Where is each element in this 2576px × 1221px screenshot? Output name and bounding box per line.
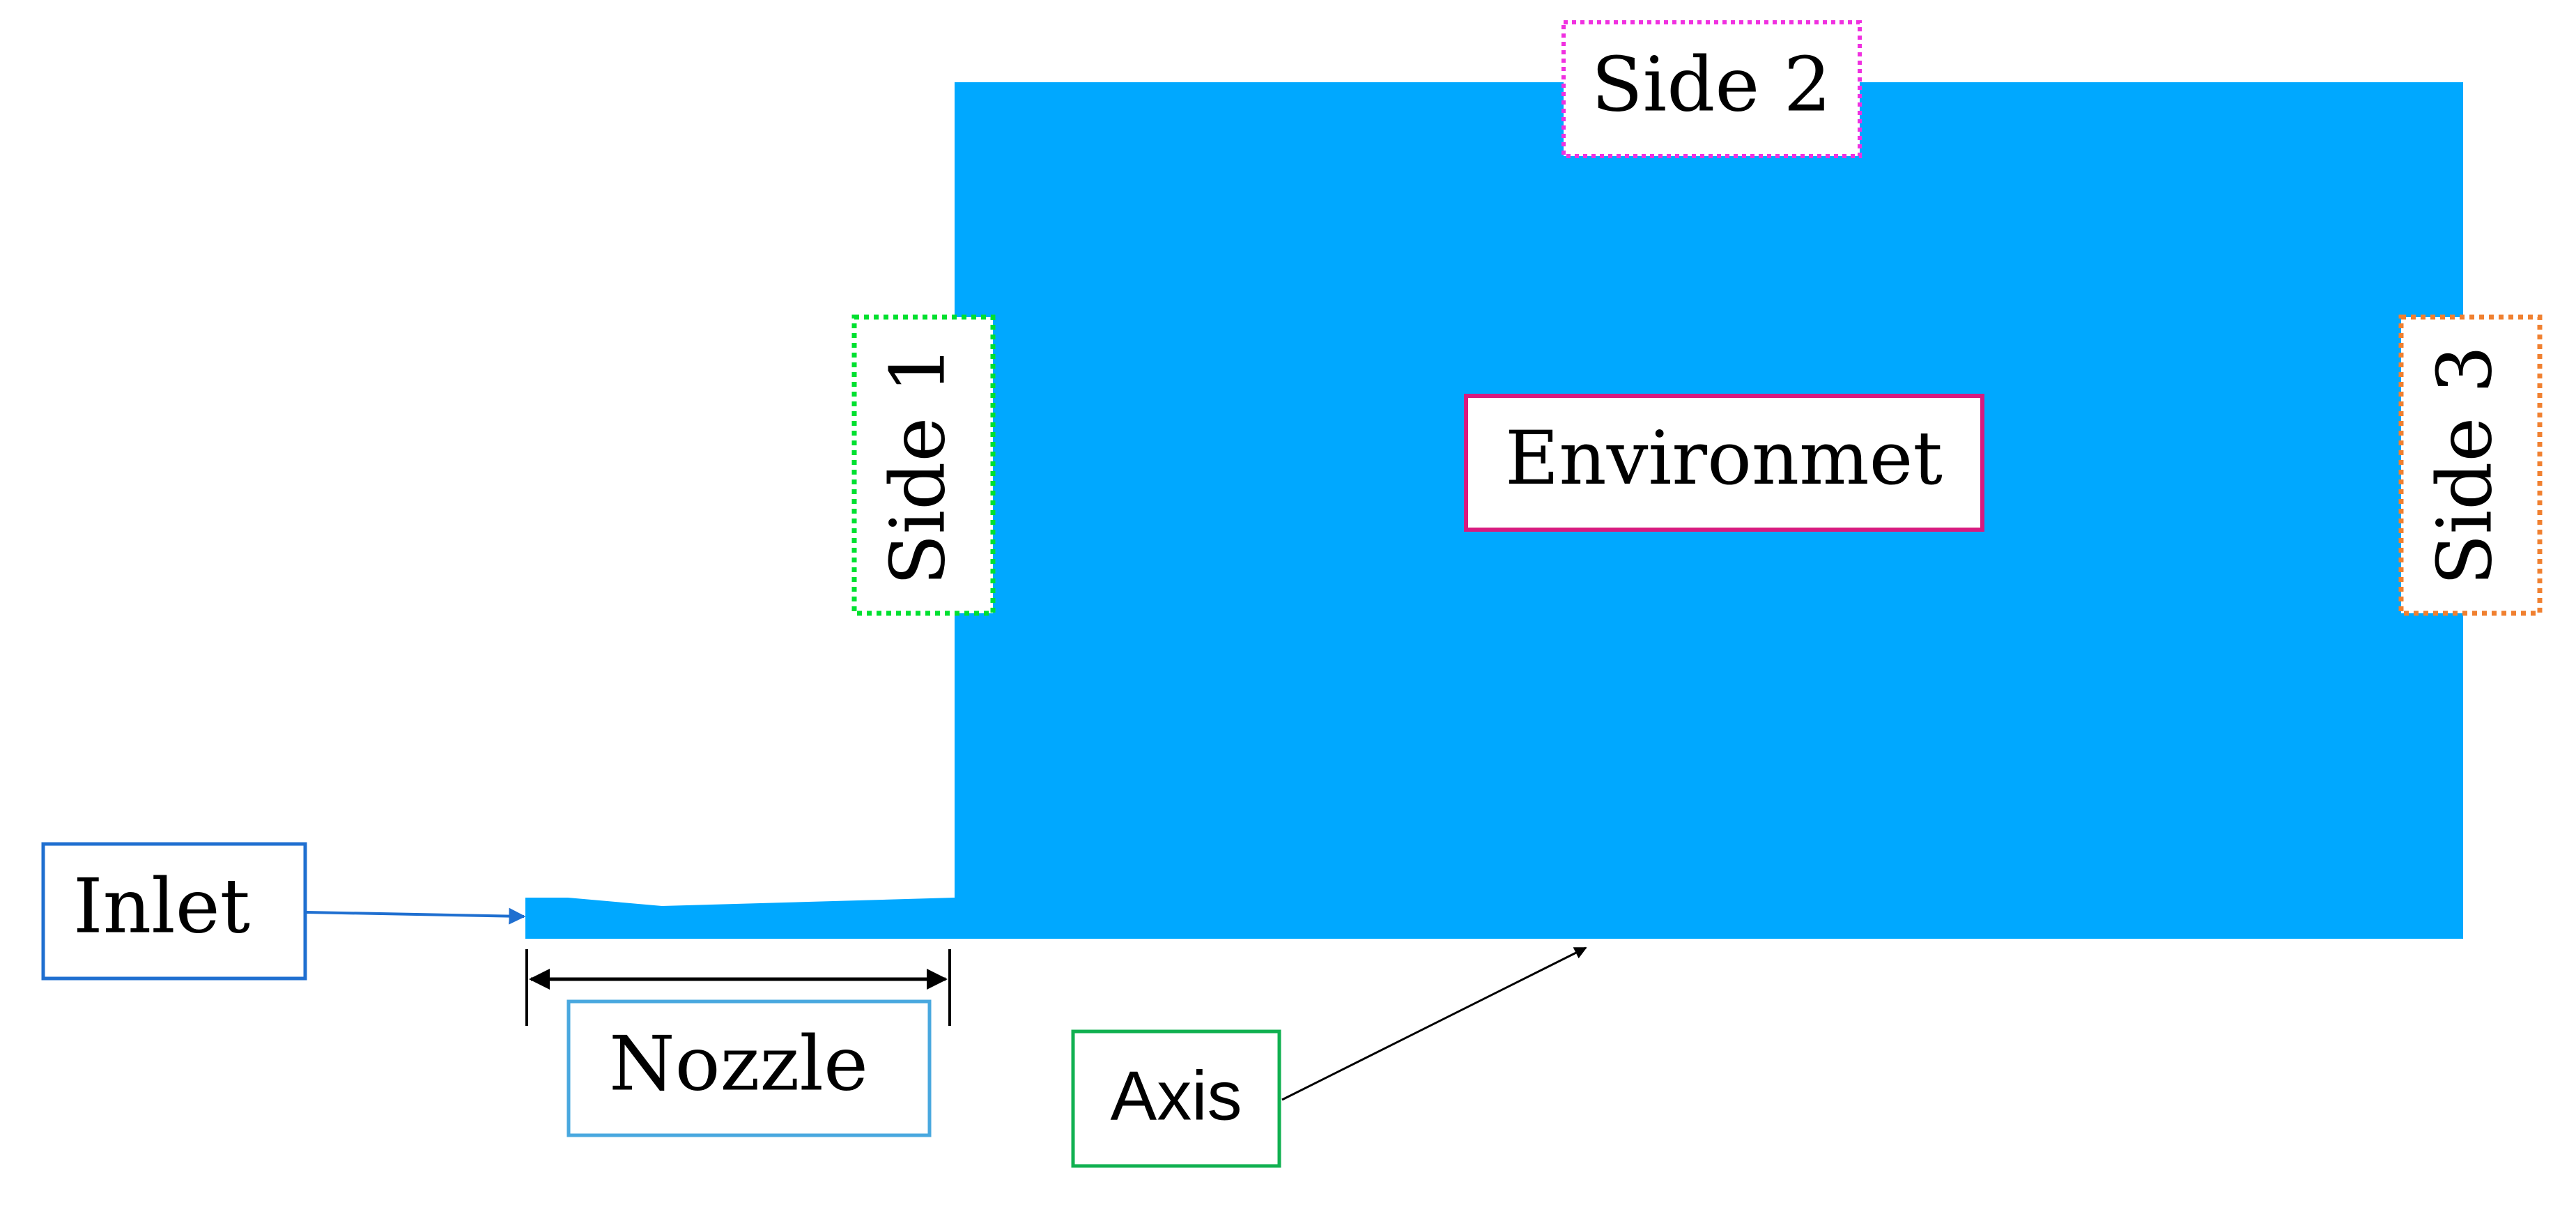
inlet-label: Inlet bbox=[73, 863, 250, 950]
side1-label-box: Side 1 bbox=[851, 314, 996, 616]
axis-label-box: Axis bbox=[1071, 1029, 1281, 1168]
nozzle-label-box: Nozzle bbox=[566, 999, 932, 1137]
inlet-arrow bbox=[306, 907, 526, 925]
side3-label-box: Side 3 bbox=[2398, 314, 2543, 616]
axis-arrow bbox=[1281, 946, 1587, 1101]
nozzle-domain bbox=[525, 898, 956, 939]
axis-label: Axis bbox=[1111, 1057, 1242, 1135]
side2-label: Side 2 bbox=[1591, 41, 1832, 128]
side2-label-box: Side 2 bbox=[1561, 20, 1862, 158]
nozzle-dimension bbox=[525, 949, 951, 1026]
side3-label: Side 3 bbox=[2421, 346, 2508, 586]
nozzle-label: Nozzle bbox=[609, 1020, 868, 1107]
side1-label: Side 1 bbox=[874, 346, 962, 586]
environment-label-box: Environmet bbox=[1464, 394, 1984, 532]
environment-label: Environmet bbox=[1505, 415, 1943, 501]
inlet-label-box: Inlet bbox=[41, 842, 307, 981]
